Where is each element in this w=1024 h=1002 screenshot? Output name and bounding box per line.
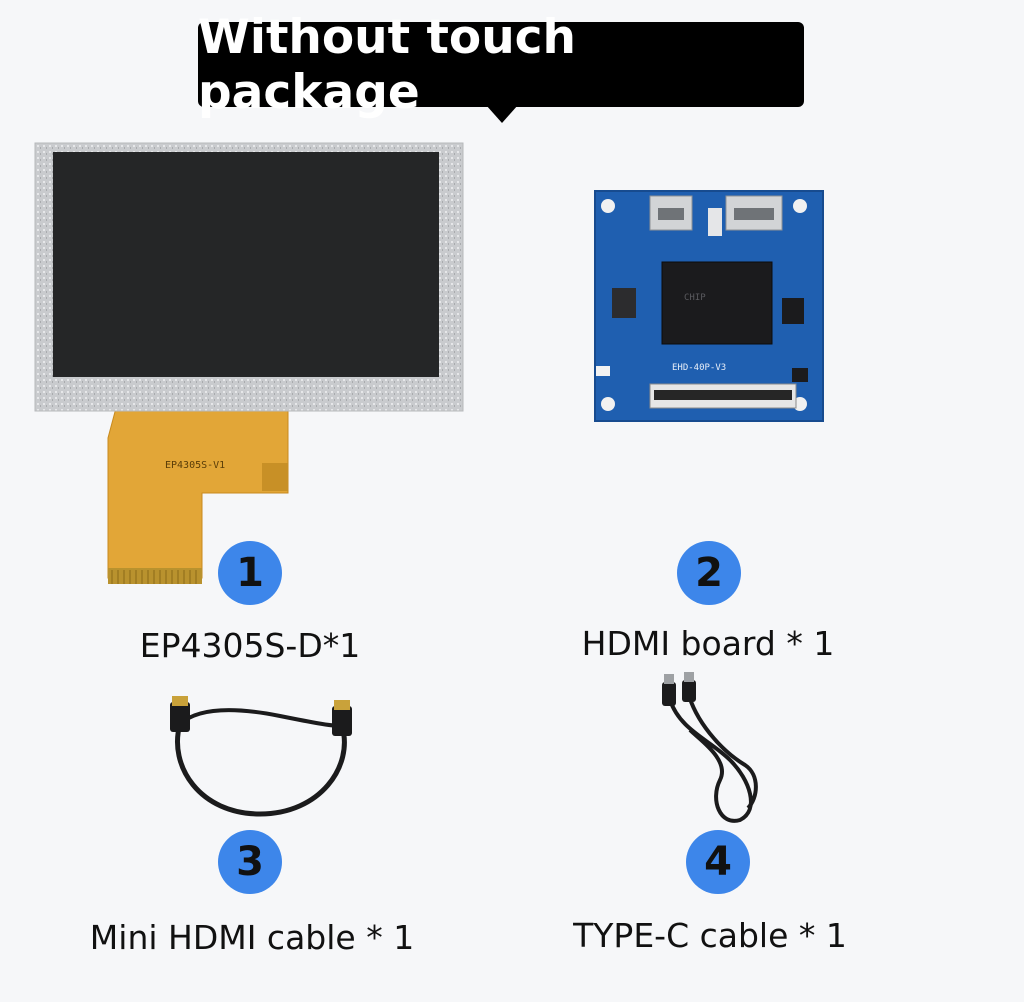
board-label: EHD-40P-V3 xyxy=(672,363,726,373)
svg-text:CHIP: CHIP xyxy=(684,293,706,303)
mini-hdmi-cable-image xyxy=(160,696,360,824)
badge-1: 1 xyxy=(218,541,282,605)
usb-c-cable-icon xyxy=(662,672,758,823)
badge-2: 2 xyxy=(677,541,741,605)
hdmi-cable-icon xyxy=(170,696,352,817)
badge-4: 4 xyxy=(686,830,750,894)
banner-title: Without touch package xyxy=(198,9,576,120)
caption-4: TYPE-C cable * 1 xyxy=(573,916,847,955)
lcd-screen-image: EP4305S-V1 xyxy=(30,138,470,593)
caption-3: Mini HDMI cable * 1 xyxy=(89,918,415,957)
fpc-label: EP4305S-V1 xyxy=(165,460,225,471)
hdmi-board-image: CHIP EHD-40P-V3 xyxy=(592,188,826,424)
title-banner: Without touch package xyxy=(198,10,804,120)
caption-1: EP4305S-D*1 xyxy=(139,626,361,665)
hdmi-driver-board-icon: CHIP EHD-40P-V3 xyxy=(594,190,824,422)
type-c-cable-image xyxy=(640,670,770,825)
lcd-screen-icon: EP4305S-V1 xyxy=(34,142,464,584)
banner-pointer xyxy=(486,105,518,123)
caption-2: HDMI board * 1 xyxy=(581,624,835,663)
badge-3: 3 xyxy=(218,830,282,894)
